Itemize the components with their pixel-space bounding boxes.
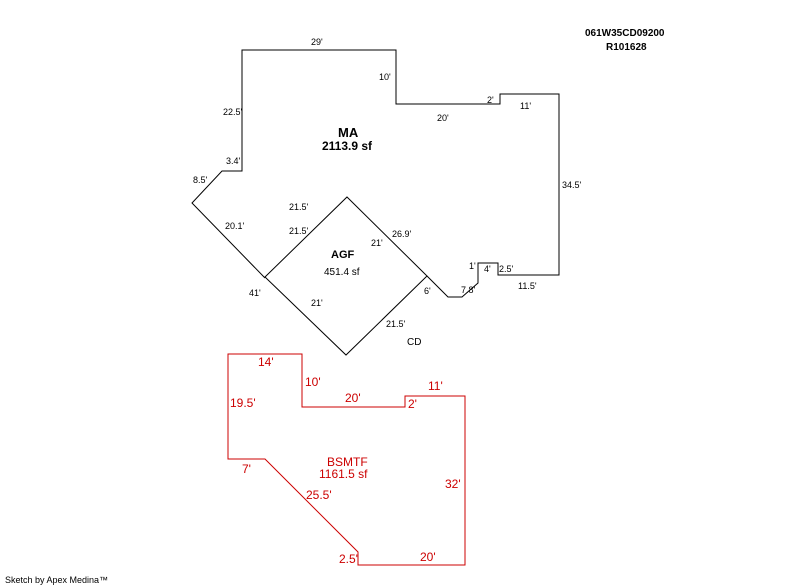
ma-dim: 21.5' xyxy=(289,202,309,212)
ma-dim: 11' xyxy=(520,101,531,111)
ma-dim: 6' xyxy=(424,286,431,296)
bsmtf-dim: 14' xyxy=(258,355,274,369)
ma-dim: 29' xyxy=(311,37,323,47)
agf-label: AGF xyxy=(331,249,355,261)
ma-dim: 10' xyxy=(379,72,391,82)
agf-area: 451.4 sf xyxy=(324,267,360,278)
ma-dim: 20' xyxy=(437,113,449,123)
bsmtf-outline xyxy=(227,353,466,566)
sketch-credit: Sketch by Apex Medina™ xyxy=(5,575,108,585)
ma-dim: 7.8' xyxy=(461,285,476,295)
ma-label: MA xyxy=(338,125,359,140)
agf-dim: 21' xyxy=(311,298,323,308)
bsmtf-dim: 20' xyxy=(420,550,436,564)
agf-dim: 21' xyxy=(371,238,383,248)
ma-dim: 34.5' xyxy=(562,180,582,190)
bsmtf-dim: 10' xyxy=(305,375,321,389)
bsmtf-dim: 32' xyxy=(445,477,461,491)
bsmtf-dim: 19.5' xyxy=(230,396,256,410)
bsmtf-dim: 2.5' xyxy=(339,552,358,566)
ma-dim: 22.5' xyxy=(223,107,243,117)
bsmtf-label: BSMTF xyxy=(327,455,368,469)
ma-dim: 3.4' xyxy=(226,156,241,166)
bsmtf-dim: 20' xyxy=(345,391,361,405)
bsmtf-dim: 25.5' xyxy=(306,488,332,502)
bsmtf-dim: 11' xyxy=(428,379,443,393)
ma-dim: 11.5' xyxy=(518,281,537,291)
ma-outline xyxy=(191,49,560,298)
ma-dim: 41' xyxy=(249,288,261,298)
agf-outline xyxy=(264,196,428,356)
ma-area: 2113.9 sf xyxy=(322,139,373,153)
ma-dim: 2.5' xyxy=(499,264,514,274)
ma-dim: 20.1' xyxy=(225,221,245,231)
parcel-account: R101628 xyxy=(606,42,647,53)
ma-dim: 8.5' xyxy=(193,175,208,185)
ma-dim: 26.9' xyxy=(392,229,412,239)
bsmtf-dim: 2' xyxy=(408,397,417,411)
agf-dim: 21.5' xyxy=(289,226,309,236)
cd-label: CD xyxy=(407,337,421,348)
agf-dim: 21.5' xyxy=(386,319,406,329)
ma-dim: 4' xyxy=(484,264,491,274)
parcel-map-id: 061W35CD09200 xyxy=(585,28,665,39)
ma-dim: 1' xyxy=(469,261,476,271)
ma-dim: 2' xyxy=(487,95,494,105)
bsmtf-area: 1161.5 sf xyxy=(319,467,368,481)
bsmtf-dim: 7' xyxy=(242,462,251,476)
